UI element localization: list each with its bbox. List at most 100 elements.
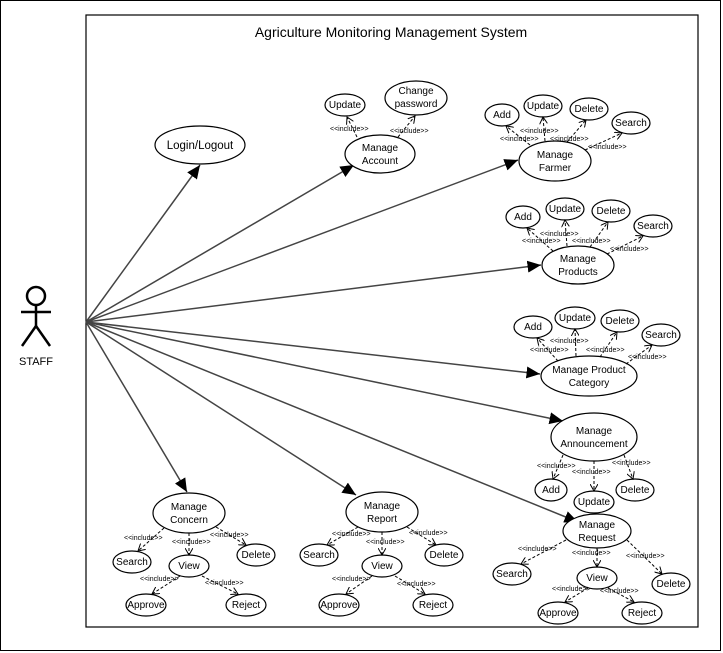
usecase-manage-report: Manage Report [345,491,419,533]
actor-staff: STAFF [19,285,53,368]
svg-text:Add: Add [524,322,542,333]
usecase-manage-products: Manage Products [541,245,615,285]
svg-text:Search: Search [645,330,677,341]
include-label: <<include>> [366,539,405,546]
svg-text:Search: Search [303,550,335,561]
usecase-request-search: Search [492,562,532,586]
svg-text:Update: Update [549,204,582,215]
include-label: <<include>> [332,531,371,538]
svg-text:Approve: Approve [539,608,577,619]
include-label: <<include>> [518,546,557,553]
include-label: <<include>> [330,126,369,133]
svg-text:View: View [178,561,200,572]
usecase-products-delete: Delete [591,199,631,223]
usecase-announcement-add: Add [534,478,568,502]
actor-head [25,285,47,307]
include-label: <<include>> [172,539,211,546]
svg-text:Login/Logout: Login/Logout [167,140,234,152]
usecase-request-delete: Delete [651,572,691,596]
usecase-manage-request: Manage Request [562,513,632,549]
usecase-concern-delete: Delete [236,543,276,567]
include-label: <<include>> [397,581,436,588]
usecase-report-reject: Reject [412,593,454,617]
associations [85,159,579,523]
svg-text:Reject: Reject [232,600,261,611]
svg-text:Manage Product: Manage Product [552,365,626,376]
usecase-report-approve: Approve [318,593,360,617]
svg-text:password: password [395,99,438,110]
svg-text:Manage: Manage [171,502,208,513]
usecase-category-search: Search [641,323,681,347]
include-label: <<include>> [540,231,579,238]
svg-text:Approve: Approve [127,600,165,611]
include-label: <<include>> [572,238,611,245]
usecase-report-delete: Delete [424,543,464,567]
include-label: <<include>> [572,550,611,557]
svg-text:Delete: Delete [575,104,604,115]
svg-text:Add: Add [493,110,511,121]
usecase-manage-farmer: Manage Farmer [518,140,592,182]
include-label: <<include>> [520,128,559,135]
svg-text:Delete: Delete [606,316,635,327]
svg-text:Manage: Manage [560,254,597,265]
svg-text:Reject: Reject [419,600,448,611]
svg-text:Update: Update [527,101,560,112]
include-label: <<include>> [332,576,371,583]
svg-text:Search: Search [496,569,528,580]
actor-label: STAFF [19,356,53,368]
svg-text:Manage: Manage [364,501,401,512]
include-label: <<include>> [390,128,429,135]
system-title: Agriculture Monitoring Management System [255,24,527,40]
usecase-concern-view: View [168,554,210,578]
usecase-concern-search: Search [112,550,152,574]
usecase-manage-product-category: Manage Product Category [540,355,638,397]
usecase-request-view: View [576,566,618,590]
usecase-category-delete: Delete [600,309,640,333]
svg-text:Reject: Reject [628,608,657,619]
svg-text:View: View [371,561,393,572]
svg-text:Update: Update [559,313,592,324]
svg-text:Add: Add [514,212,532,223]
usecase-login-logout: Login/Logout [154,125,246,165]
svg-text:Products: Products [558,267,597,278]
svg-text:Manage: Manage [579,520,616,531]
usecase-concern-approve: Approve [125,593,167,617]
svg-text:Delete: Delete [657,579,686,590]
include-label: <<include>> [600,588,639,595]
svg-text:Delete: Delete [597,206,626,217]
usecase-category-update: Update [554,306,596,330]
include-label: <<include>> [626,553,665,560]
include-label: <<include>> [500,136,539,143]
svg-text:Add: Add [542,485,560,496]
svg-text:Approve: Approve [320,600,358,611]
include-label: <<include>> [550,338,589,345]
usecase-report-view: View [361,554,403,578]
svg-text:Manage: Manage [537,150,574,161]
usecase-report-search: Search [299,543,339,567]
usecase-concern-reject: Reject [225,593,267,617]
svg-text:Search: Search [116,557,148,568]
svg-text:Manage: Manage [362,143,399,154]
usecase-request-approve: Approve [537,601,579,625]
usecase-category-add: Add [513,315,553,339]
usecase-products-search: Search [633,214,673,238]
svg-text:Update: Update [329,100,362,111]
svg-text:Report: Report [367,514,397,525]
include-label: <<include>> [530,347,569,354]
usecase-request-reject: Reject [621,601,663,625]
svg-text:Manage: Manage [576,426,613,437]
svg-text:Category: Category [569,378,610,389]
usecase-products-add: Add [505,205,541,229]
svg-text:Delete: Delete [621,485,650,496]
svg-text:Account: Account [362,156,398,167]
usecase-products-update: Update [545,197,585,221]
include-label: <<include>> [552,586,591,593]
include-label: <<include>> [124,535,163,542]
include-label: <<include>> [205,580,244,587]
svg-text:Update: Update [578,497,611,508]
usecase-account-update: Update [324,93,366,117]
usecase-announcement-update: Update [573,490,615,514]
usecase-farmer-update: Update [523,94,563,118]
